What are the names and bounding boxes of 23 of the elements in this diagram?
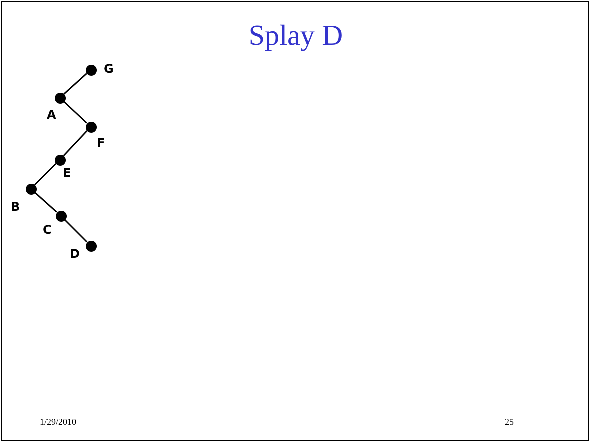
tree-edge	[34, 192, 58, 213]
node-label: F	[97, 137, 106, 149]
tree-node-dot	[26, 184, 36, 194]
tree-node-dot	[56, 210, 66, 222]
node-label: D	[70, 248, 80, 260]
tree-edge	[64, 73, 88, 95]
tree-node-dot	[54, 154, 66, 166]
node-label: B	[11, 201, 20, 213]
tree-edge	[64, 101, 88, 124]
page-number: 25	[505, 418, 514, 427]
node-label: G	[104, 63, 114, 75]
tree-edge	[34, 163, 57, 186]
tree-edge	[63, 130, 88, 156]
node-label: A	[47, 109, 56, 121]
tree-node-dot	[86, 240, 96, 252]
tree-node-dot	[86, 64, 96, 76]
node-label: C	[43, 224, 52, 236]
node-label: E	[63, 167, 72, 179]
slide-title: Splay D	[248, 22, 344, 51]
tree-node-dot	[86, 122, 96, 132]
tree-edge	[64, 219, 88, 243]
tree-node-dot	[54, 92, 66, 104]
date-label: 1/29/2010	[40, 418, 77, 427]
